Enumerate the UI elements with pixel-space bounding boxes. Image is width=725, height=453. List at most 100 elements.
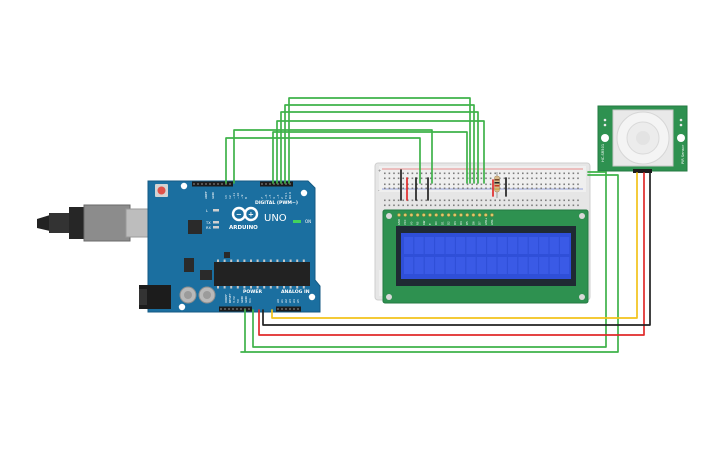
wire-green[interactable] xyxy=(280,111,479,184)
header-pin[interactable] xyxy=(228,308,230,310)
lcd-mount-hole xyxy=(579,213,585,219)
lcd-pin-label: VCC xyxy=(403,219,407,225)
rail-plus-mark: + xyxy=(378,168,381,173)
pir-left-label: HC-SR501 xyxy=(601,144,605,162)
pir-mount-hole xyxy=(601,134,609,142)
pin-label: IOREF xyxy=(224,294,228,303)
header-pin[interactable] xyxy=(261,183,263,185)
lcd-pin[interactable] xyxy=(421,213,426,217)
lcd-pin-label: LED- xyxy=(490,219,494,225)
wire-black[interactable] xyxy=(262,172,651,326)
header-pin[interactable] xyxy=(217,183,219,185)
atmega-chip xyxy=(214,262,310,286)
wire-green[interactable] xyxy=(288,97,471,184)
mount-hole xyxy=(180,182,188,190)
header-pin[interactable] xyxy=(201,183,203,185)
l-led-label: L xyxy=(206,209,208,213)
wire-green[interactable] xyxy=(284,104,475,184)
lcd-pin[interactable] xyxy=(428,213,432,217)
wire-green[interactable] xyxy=(240,174,619,353)
header-pin[interactable] xyxy=(224,308,226,310)
power-pin-header xyxy=(219,306,252,312)
header-pin[interactable] xyxy=(193,183,195,185)
lcd-pin[interactable] xyxy=(490,213,494,217)
header-pin[interactable] xyxy=(220,308,222,310)
header-pin[interactable] xyxy=(285,183,287,185)
lcd-pin[interactable] xyxy=(452,213,457,217)
wire-green[interactable] xyxy=(233,129,433,184)
header-pin[interactable] xyxy=(277,308,279,310)
wire-green[interactable] xyxy=(252,171,607,348)
header-pin[interactable] xyxy=(197,183,199,185)
header-pin[interactable] xyxy=(281,308,283,310)
lcd-pin-label: V0 xyxy=(409,221,413,225)
wire-green[interactable] xyxy=(276,120,485,184)
lcd-pin[interactable] xyxy=(446,213,451,217)
lcd-pin-label: E xyxy=(428,223,432,225)
lcd-pin[interactable] xyxy=(459,213,463,217)
header-pin[interactable] xyxy=(269,183,271,185)
header-pin[interactable] xyxy=(285,308,287,310)
resistor xyxy=(494,172,500,198)
header-pin[interactable] xyxy=(205,183,207,185)
pin-label: GND xyxy=(240,295,244,303)
lcd-pin[interactable] xyxy=(471,213,476,217)
header-pin[interactable] xyxy=(277,183,279,185)
pin-label: ~3 xyxy=(276,194,280,199)
header-pin[interactable] xyxy=(240,308,242,310)
lcd-pin[interactable] xyxy=(440,213,445,217)
pin-label: GND xyxy=(211,191,215,199)
lcd-pin-label: D3 xyxy=(453,221,457,225)
lcd-pin[interactable] xyxy=(477,213,482,217)
pin-label: A0 xyxy=(276,299,280,303)
lcd-pin[interactable] xyxy=(409,213,414,217)
lcd-pin-label: D2 xyxy=(447,221,451,225)
lcd-pin[interactable] xyxy=(415,213,420,217)
pin-label: A2 xyxy=(284,299,288,303)
tx-label: TX xyxy=(205,221,211,225)
header-pin[interactable] xyxy=(221,183,223,185)
header-pin[interactable] xyxy=(289,183,291,185)
header-pin[interactable] xyxy=(229,183,231,185)
wire-red[interactable] xyxy=(258,172,645,336)
header-pin[interactable] xyxy=(289,308,291,310)
pin-label: RX 0 xyxy=(288,192,292,199)
digital-pin-header xyxy=(192,181,293,187)
header-pin[interactable] xyxy=(232,308,234,310)
header-pin[interactable] xyxy=(244,308,246,310)
lcd-pin[interactable] xyxy=(483,213,488,217)
header-pin[interactable] xyxy=(273,183,275,185)
rail-minus-mark: - xyxy=(378,188,380,193)
header-pin[interactable] xyxy=(225,183,227,185)
lcd-pin-label: D6 xyxy=(471,221,475,225)
analog-pin-header xyxy=(276,306,301,312)
header-pin[interactable] xyxy=(248,308,250,310)
pin-label: 3.3V xyxy=(232,295,236,303)
lcd-pin-label: D4 xyxy=(459,221,463,225)
header-pin[interactable] xyxy=(281,183,283,185)
mount-hole xyxy=(300,189,308,197)
header-pin[interactable] xyxy=(213,183,215,185)
header-pin[interactable] xyxy=(265,183,267,185)
pin-label: ~11 xyxy=(232,193,236,199)
pin-label: 12 xyxy=(228,195,232,199)
header-pin[interactable] xyxy=(297,308,299,310)
pin-label: A5 xyxy=(296,299,300,303)
wire-green[interactable] xyxy=(272,131,468,184)
header-pin[interactable] xyxy=(209,183,211,185)
lcd-pin[interactable] xyxy=(397,213,401,217)
header-pin[interactable] xyxy=(293,308,295,310)
lcd-pin-label: D0 xyxy=(434,221,438,225)
svg-text:+: + xyxy=(248,211,254,219)
lcd-pin[interactable] xyxy=(403,213,408,217)
header-pin[interactable] xyxy=(236,308,238,310)
lcd-pin-label: LED+ xyxy=(484,218,488,225)
lcd-pin[interactable] xyxy=(465,213,470,217)
pin-label: ~6 xyxy=(264,194,268,199)
pin-label: 7 xyxy=(260,197,264,199)
wire-yellow[interactable] xyxy=(271,172,638,319)
wire-green[interactable] xyxy=(225,137,421,184)
lcd-pin[interactable] xyxy=(434,213,439,217)
